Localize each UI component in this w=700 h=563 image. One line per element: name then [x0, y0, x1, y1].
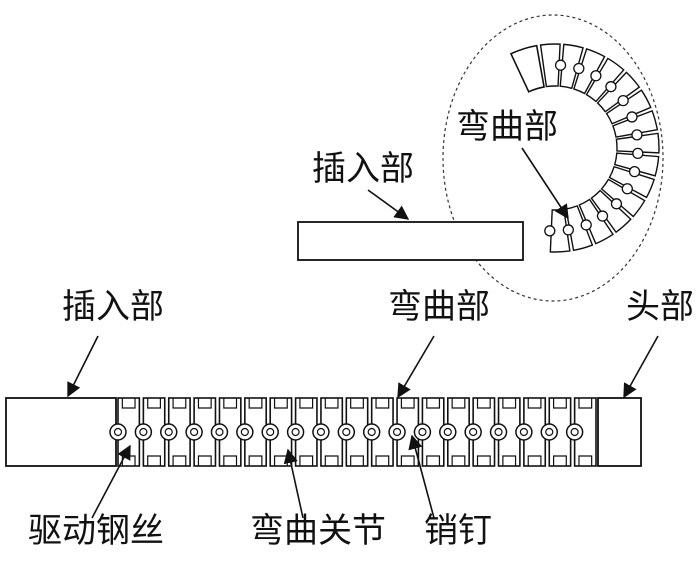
pin: [628, 166, 641, 178]
pin: [617, 94, 629, 107]
pin: [240, 427, 249, 437]
bending-joint: [565, 397, 597, 467]
bending-joint: [312, 397, 344, 467]
bending-joint: [578, 198, 614, 245]
pin: [113, 427, 123, 437]
top-insertion-tube: [297, 221, 524, 261]
head-section: [597, 397, 642, 467]
pin: [610, 198, 623, 210]
bending-joint: [608, 165, 656, 199]
bending-arrow: [397, 335, 435, 399]
pin: [190, 427, 199, 437]
bending-joint: [615, 132, 660, 160]
head-arrow: [623, 335, 659, 399]
bending-joint: [159, 397, 191, 467]
pin: [392, 427, 402, 437]
pin-label: 销钉: [424, 511, 492, 551]
pin: [342, 427, 351, 437]
pin: [291, 427, 300, 437]
pin: [573, 62, 585, 75]
pin: [367, 427, 376, 437]
pin: [605, 81, 617, 93]
bending-joint: [572, 48, 606, 95]
pin: [632, 147, 644, 160]
head-label: 头部: [626, 287, 694, 327]
bending-joint: [605, 89, 652, 125]
pin: [621, 183, 633, 195]
pin: [596, 210, 609, 222]
bottom-bending-links: [109, 397, 597, 467]
bending-joint: [612, 109, 659, 141]
pin: [316, 427, 326, 437]
pin: [469, 427, 478, 437]
bending-joint: [362, 397, 394, 467]
bending-joint: [600, 178, 646, 218]
top-bending-arrow: [521, 147, 569, 220]
pin: [139, 427, 148, 437]
bottom-insertion-tube: [5, 397, 117, 467]
bending-joint: [540, 397, 572, 467]
pin: [554, 59, 567, 71]
bending-joint: [388, 397, 420, 467]
pin: [519, 427, 528, 437]
insertion-label-top: 插入部: [312, 149, 414, 189]
bending-joint: [439, 397, 470, 467]
drive-wire-arrow: [91, 444, 131, 519]
bending-joint: [337, 397, 369, 467]
bending-joint: [515, 397, 547, 467]
pin: [544, 225, 556, 237]
drive-wire-label: 驱动钢丝: [28, 511, 164, 551]
bending-joint: [562, 204, 594, 252]
pin: [580, 219, 592, 231]
pin-arrow: [408, 434, 435, 519]
bending-joint: [596, 71, 641, 113]
top-head-section: [509, 44, 546, 93]
pin: [443, 427, 452, 437]
bending-joint: [261, 397, 293, 467]
bending-joint-arrow: [283, 448, 304, 519]
pin: [494, 427, 503, 437]
pin: [215, 427, 224, 437]
bending-joint: [210, 397, 242, 467]
bent-configuration: [297, 14, 664, 302]
bending-joint: [585, 57, 625, 103]
bending-region-ellipse: [442, 14, 664, 302]
pin: [545, 427, 554, 437]
pin: [590, 70, 602, 82]
pin: [570, 427, 579, 437]
pin: [164, 427, 173, 437]
bending-joint: [590, 189, 632, 234]
top-bending-links: [509, 43, 660, 253]
pin: [266, 427, 275, 437]
bending-label-top: 弯曲部: [456, 107, 558, 147]
pin: [418, 427, 427, 437]
straight-configuration: [5, 335, 659, 519]
bending-joint-label: 弯曲关节: [250, 511, 386, 551]
bending-joint: [559, 43, 585, 90]
pin: [626, 111, 638, 123]
bending-label-bottom: 弯曲部: [388, 287, 490, 327]
pin: [631, 129, 643, 141]
bending-joint: [236, 397, 268, 467]
bending-joint: [539, 43, 567, 88]
bending-joint: [613, 152, 660, 178]
bending-joint: [489, 397, 521, 467]
pin: [562, 224, 574, 236]
bending-joint: [286, 397, 318, 467]
top-insertion-arrow: [367, 189, 410, 220]
bending-joint: [134, 397, 166, 467]
insertion-label-bottom: 插入部: [62, 287, 164, 327]
bending-joint: [464, 397, 496, 467]
insertion-arrow: [67, 335, 99, 398]
